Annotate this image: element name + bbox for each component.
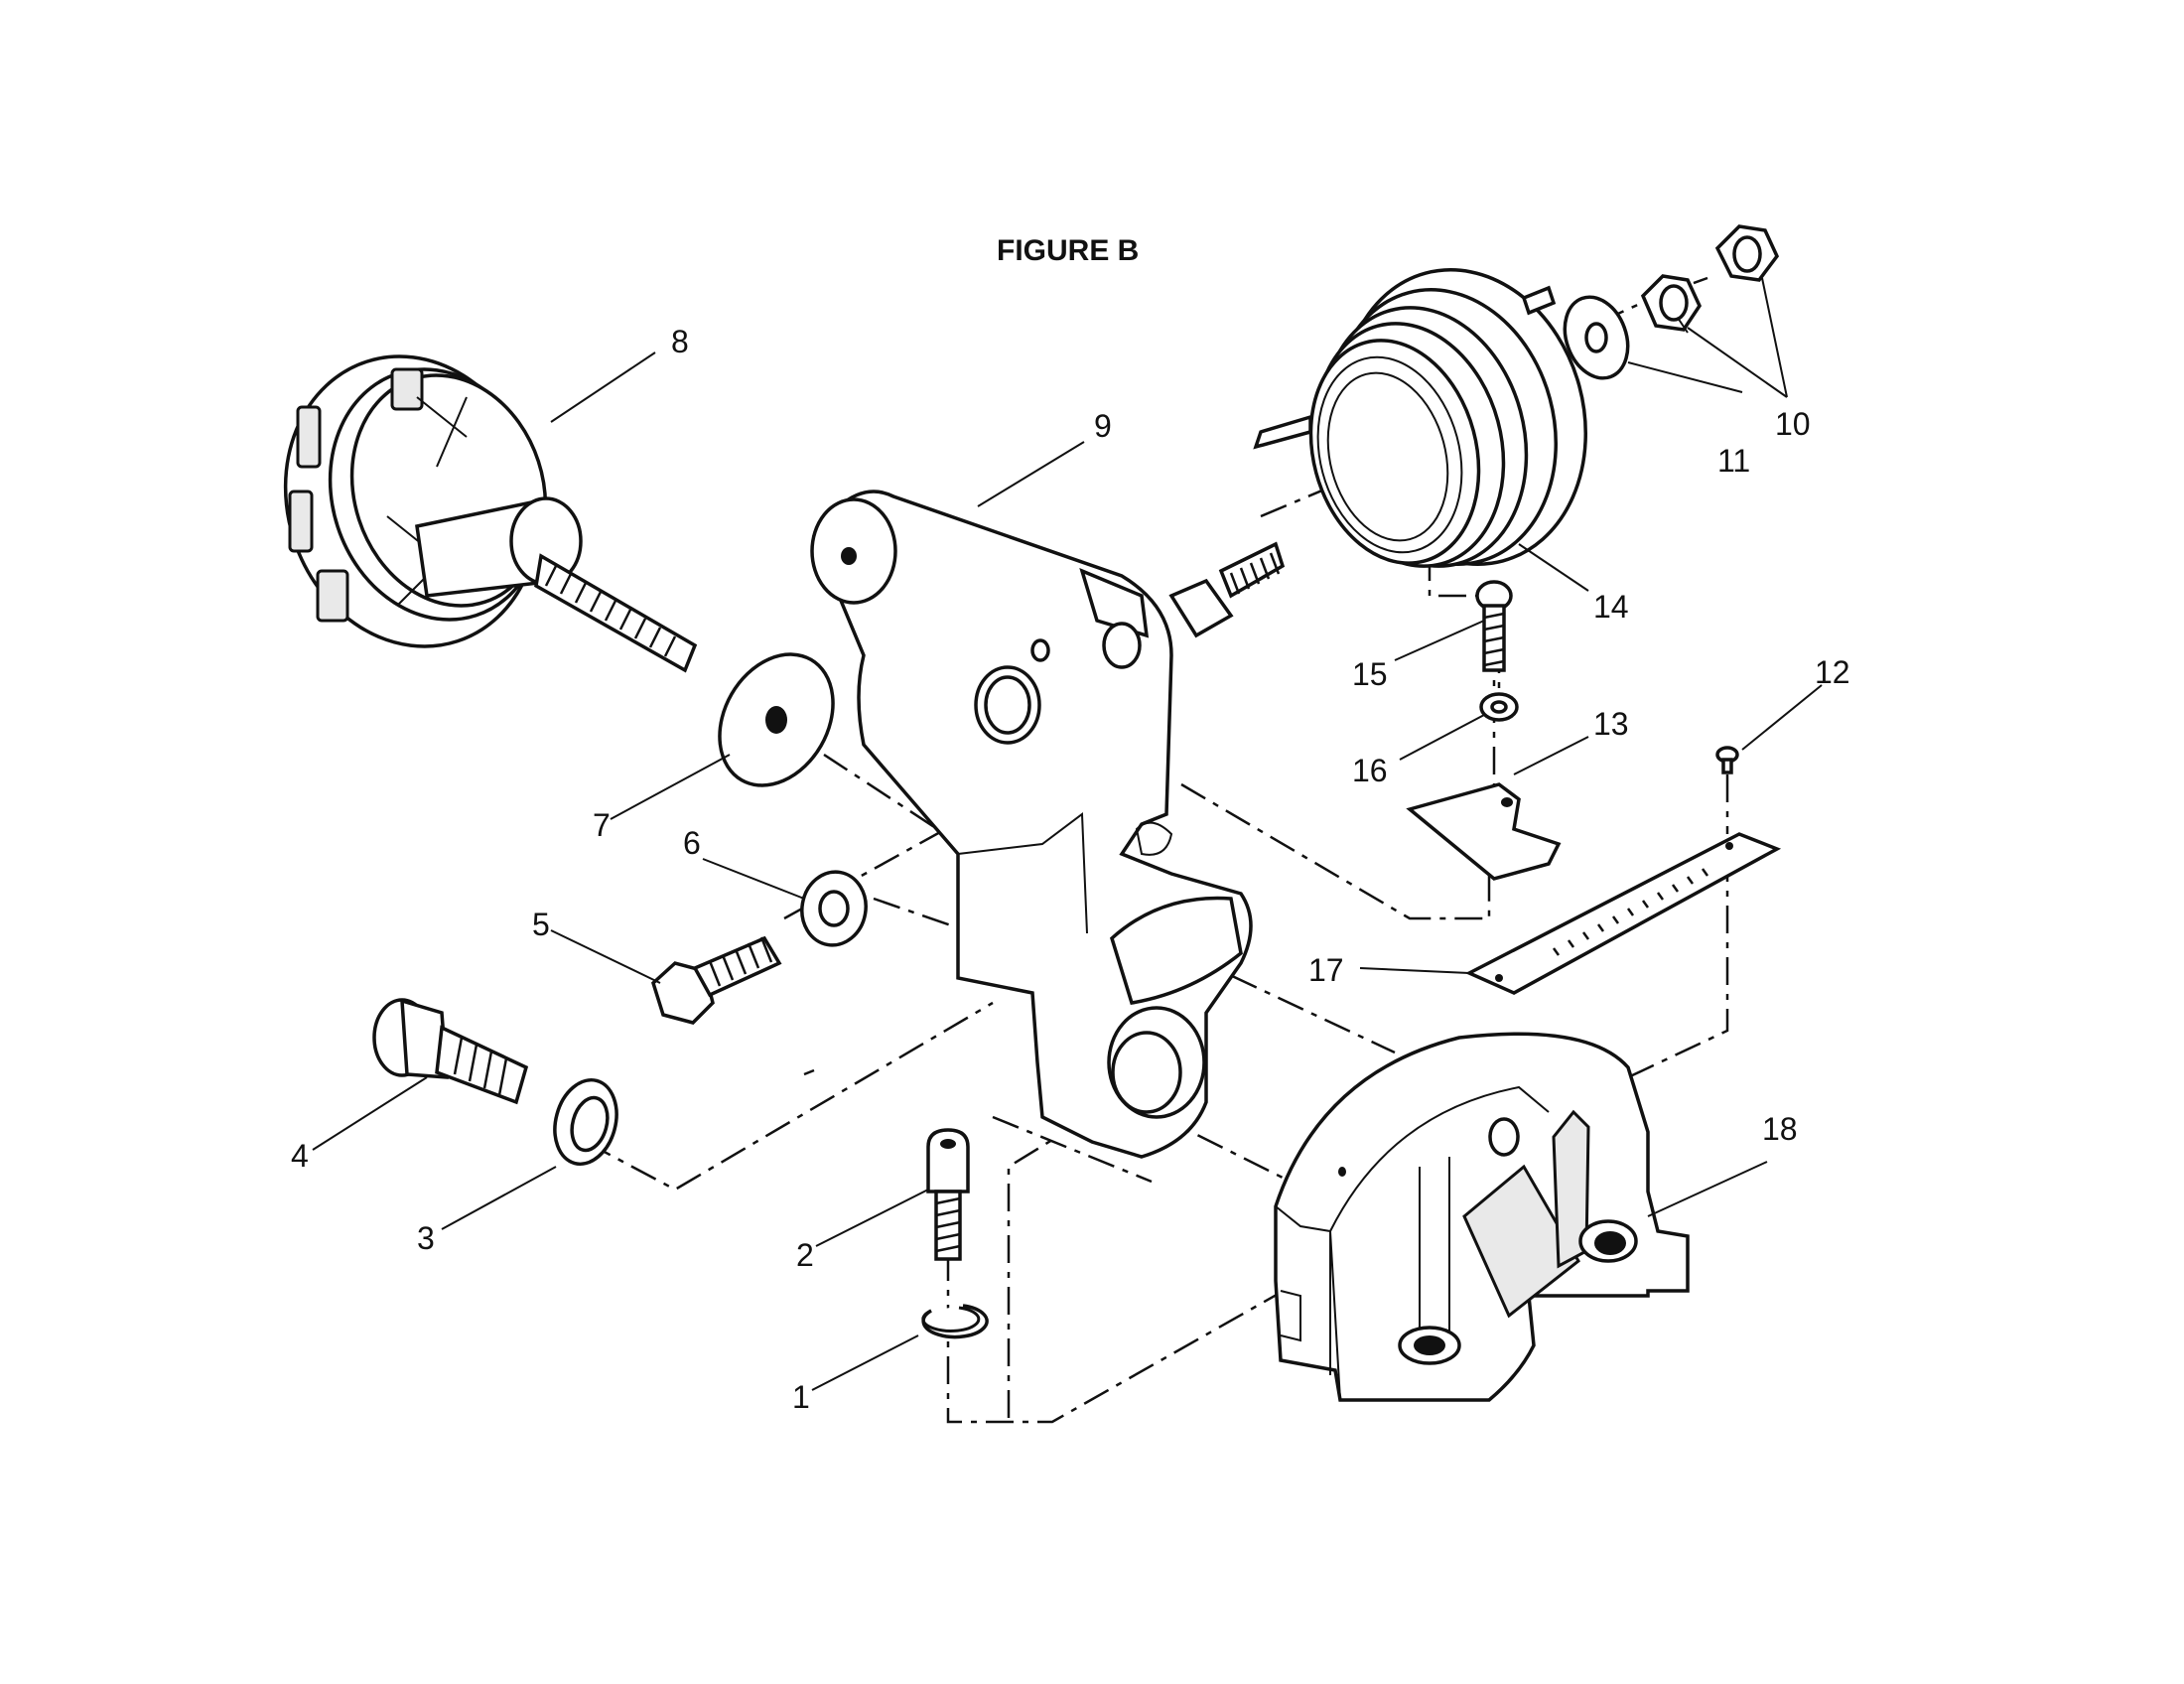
retaining-ring-part-1	[921, 1304, 989, 1339]
callout-2: 2	[796, 1237, 814, 1273]
screw-part-15	[1475, 580, 1513, 672]
callout-12: 12	[1815, 654, 1850, 690]
washer-part-6	[800, 870, 868, 947]
callout-3: 3	[417, 1220, 435, 1256]
callout-9: 9	[1094, 408, 1112, 444]
callout-18: 18	[1762, 1111, 1798, 1147]
pointer-part-13	[1406, 782, 1562, 881]
spring-part-14	[1253, 268, 1587, 568]
leader-lines	[312, 277, 1823, 1391]
callout-13: 13	[1593, 706, 1629, 742]
callout-numbers: 1 2 3 4 5 6 7 8 9 10 11 12 13 14 15 16 1…	[291, 324, 1850, 1415]
callout-5: 5	[532, 907, 550, 942]
callout-11: 11	[1717, 443, 1750, 479]
callout-4: 4	[291, 1138, 309, 1174]
scale-part-17	[1464, 832, 1782, 995]
callout-1: 1	[792, 1379, 810, 1415]
callout-7: 7	[593, 807, 611, 843]
washer-part-7	[718, 652, 835, 787]
callout-6: 6	[683, 825, 701, 861]
callout-8: 8	[671, 324, 689, 359]
figure-title: FIGURE B	[997, 234, 1139, 267]
socket-screw-part-2	[926, 1128, 970, 1261]
washer-part-3	[553, 1077, 618, 1167]
callout-14: 14	[1593, 589, 1629, 625]
shoulder-bolt-part-4	[372, 998, 529, 1105]
bracket-part-9	[810, 490, 1253, 1159]
bracket-threaded-stud	[1168, 541, 1286, 638]
knob-part-8	[283, 354, 698, 673]
washer-part-16	[1479, 692, 1519, 722]
washer-part-11	[1563, 295, 1630, 380]
callout-10: 10	[1775, 406, 1811, 442]
callout-16: 16	[1352, 753, 1388, 788]
callout-15: 15	[1352, 656, 1388, 692]
base-part-18	[1274, 1032, 1690, 1402]
callout-17: 17	[1308, 952, 1344, 988]
nuts-part-10	[1640, 224, 1780, 332]
bolt-part-5	[650, 935, 782, 1025]
screw-part-12	[1715, 746, 1739, 774]
knob-threaded-stud	[534, 553, 698, 673]
